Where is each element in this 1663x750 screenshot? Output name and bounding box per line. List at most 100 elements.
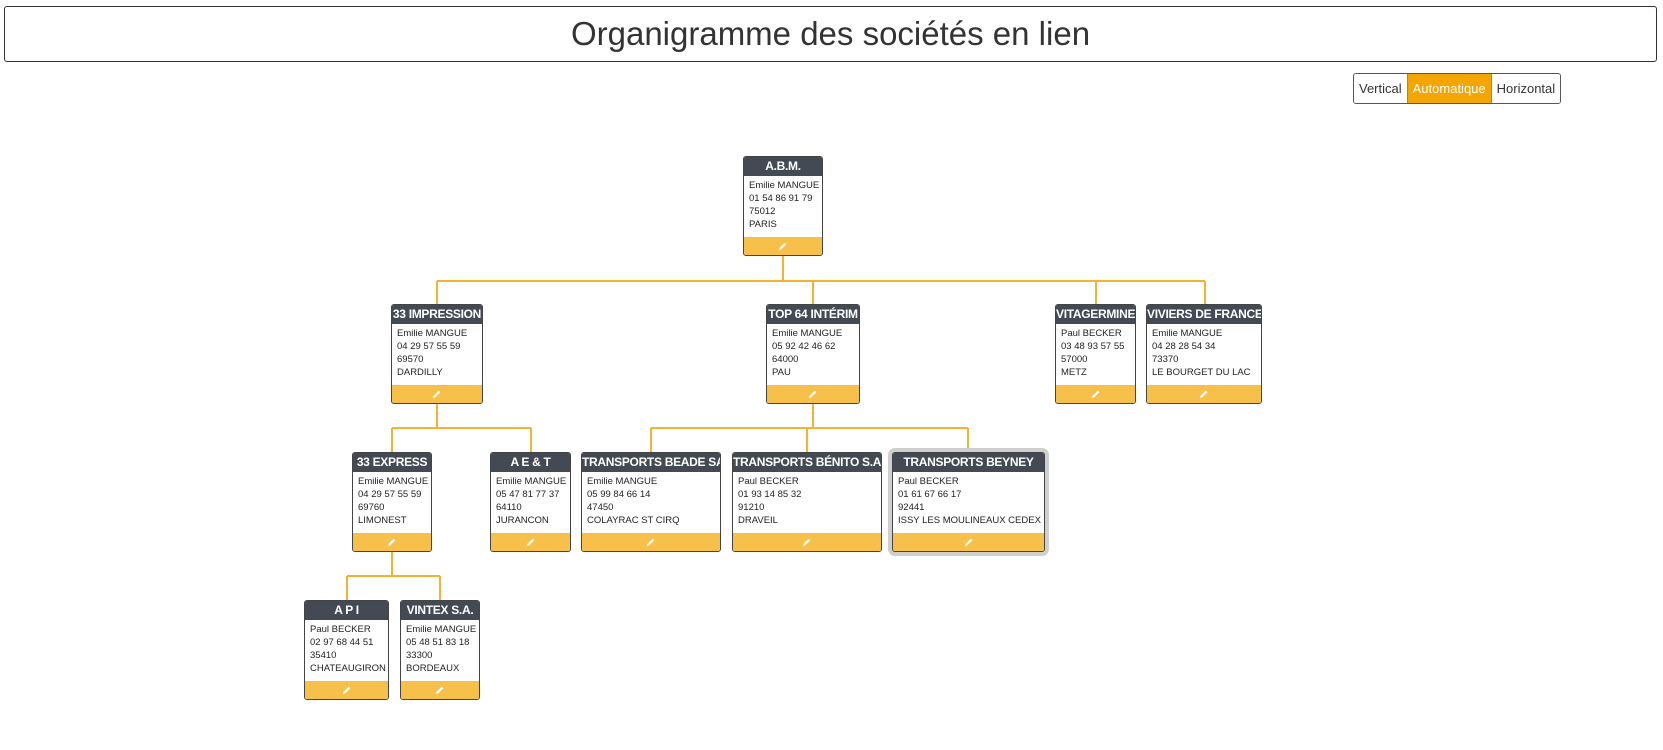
connector-abm-children [436,256,1206,304]
org-node-vintex: VINTEX S.A. Emilie MANGUE 05 48 51 83 18… [400,600,480,700]
node-postal-code: 92441 [898,502,925,513]
node-title: A P I [305,601,388,620]
node-city: DRAVEIL [738,515,778,526]
node-phone: 05 48 51 83 18 [406,637,470,648]
node-contact: Paul BECKER [898,476,959,487]
edit-button[interactable] [744,237,822,255]
node-details: Emilie MANGUE 01 54 86 91 79 75012 PARIS [744,176,822,237]
edit-button[interactable] [353,533,431,551]
node-details: Paul BECKER 03 48 93 57 55 57000 METZ [1056,324,1135,385]
node-contact: Emilie MANGUE [358,476,429,487]
node-contact: Emilie MANGUE [496,476,567,487]
node-phone: 04 29 57 55 59 [397,341,461,352]
layout-toggle-group: Vertical Automatique Horizontal [1353,73,1562,104]
node-contact: Emilie MANGUE [587,476,658,487]
node-details: Emilie MANGUE 04 28 28 54 34 73370 LE BO… [1147,324,1261,385]
edit-button[interactable] [1147,385,1261,403]
node-title: TRANSPORTS BEADE SA [582,453,720,472]
connector-33-impression-children [391,404,532,452]
org-node-abm: A.B.M. Emilie MANGUE 01 54 86 91 79 7501… [743,156,823,256]
pencil-icon [433,390,441,398]
node-title: VIVIERS DE FRANCE [1147,305,1261,324]
node-phone: 05 47 81 77 37 [496,489,560,500]
pencil-icon [803,538,811,546]
node-phone: 01 61 67 66 17 [898,489,962,500]
node-postal-code: 73370 [1152,354,1179,365]
edit-button[interactable] [491,533,570,551]
node-postal-code: 64110 [496,502,522,513]
node-phone: 01 93 14 85 32 [738,489,802,500]
edit-button[interactable] [1056,385,1135,403]
pencil-icon [1200,390,1208,398]
node-phone: 04 29 57 55 59 [358,489,422,500]
node-title: 33 EXPRESS [353,453,431,472]
pencil-icon [436,686,444,694]
node-phone: 05 99 84 66 14 [587,489,651,500]
node-postal-code: 35410 [310,650,337,661]
node-details: Paul BECKER 01 93 14 85 32 91210 DRAVEIL [733,472,881,533]
edit-button[interactable] [392,385,482,403]
node-postal-code: 33300 [406,650,433,661]
node-city: JURANCON [496,515,549,526]
org-node-transports-beyney: TRANSPORTS BEYNEY Paul BECKER 01 61 67 6… [892,452,1045,552]
node-city: COLAYRAC ST CIRQ [587,515,680,526]
node-details: Emilie MANGUE 05 47 81 77 37 64110 JURAN… [491,472,570,533]
org-node-viviers-de-france: VIVIERS DE FRANCE Emilie MANGUE 04 28 28… [1146,304,1262,404]
pencil-icon [342,686,350,694]
node-city: ISSY LES MOULINEAUX CEDEX [898,515,1041,526]
node-city: PARIS [749,219,777,230]
org-node-aet: A E & T Emilie MANGUE 05 47 81 77 37 641… [490,452,571,552]
pencil-icon [526,538,534,546]
node-contact: Paul BECKER [310,624,371,635]
node-city: METZ [1061,367,1087,378]
edit-button[interactable] [893,533,1044,551]
node-title: TRANSPORTS BÉNITO S.A. [733,453,881,472]
node-postal-code: 69760 [358,502,385,513]
node-phone: 05 92 42 46 62 [772,341,836,352]
layout-vertical-button[interactable]: Vertical [1354,74,1408,103]
node-title: TOP 64 INTÉRIM [767,305,859,324]
org-node-transports-benito: TRANSPORTS BÉNITO S.A. Paul BECKER 01 93… [732,452,882,552]
layout-horizontal-button[interactable]: Horizontal [1491,74,1561,103]
node-phone: 02 97 68 44 51 [310,637,374,648]
node-contact: Emilie MANGUE [406,624,477,635]
connector-33-express-children [346,552,441,600]
layout-automatic-button[interactable]: Automatique [1407,74,1492,103]
node-postal-code: 47450 [587,502,614,513]
node-contact: Emilie MANGUE [1152,328,1223,339]
node-details: Emilie MANGUE 04 29 57 55 59 69760 LIMON… [353,472,431,533]
node-postal-code: 69570 [397,354,424,365]
edit-button[interactable] [582,533,720,551]
node-phone: 03 48 93 57 55 [1061,341,1125,352]
node-title: VINTEX S.A. [401,601,479,620]
org-node-api: A P I Paul BECKER 02 97 68 44 51 35410 C… [304,600,389,700]
pencil-icon [1091,390,1099,398]
pencil-icon [779,242,787,250]
node-details: Emilie MANGUE 05 92 42 46 62 64000 PAU [767,324,859,385]
pencil-icon [964,538,972,546]
node-postal-code: 91210 [738,502,765,513]
node-contact: Emilie MANGUE [397,328,468,339]
edit-button[interactable] [401,681,479,699]
pencil-icon [388,538,396,546]
page-title: Organigramme des sociétés en lien [570,15,1091,52]
node-details: Emilie MANGUE 05 99 84 66 14 47450 COLAY… [582,472,720,533]
edit-button[interactable] [305,681,388,699]
node-contact: Paul BECKER [1061,328,1122,339]
pencil-icon [647,538,655,546]
node-postal-code: 57000 [1061,354,1088,365]
node-city: PAU [772,367,791,378]
connector-top64-children [650,404,969,452]
edit-button[interactable] [767,385,859,403]
edit-button[interactable] [733,533,881,551]
org-node-33-express: 33 EXPRESS Emilie MANGUE 04 29 57 55 59 … [352,452,432,552]
node-city: BORDEAUX [406,663,460,674]
node-postal-code: 75012 [749,206,776,217]
node-title: A.B.M. [744,157,822,176]
org-node-33-impression: 33 IMPRESSION Emilie MANGUE 04 29 57 55 … [391,304,483,404]
node-details: Emilie MANGUE 04 29 57 55 59 69570 DARDI… [392,324,482,385]
node-details: Paul BECKER 01 61 67 66 17 92441 ISSY LE… [893,472,1044,533]
title-panel: Organigramme des sociétés en lien [4,6,1657,62]
node-title: TRANSPORTS BEYNEY [893,453,1044,472]
